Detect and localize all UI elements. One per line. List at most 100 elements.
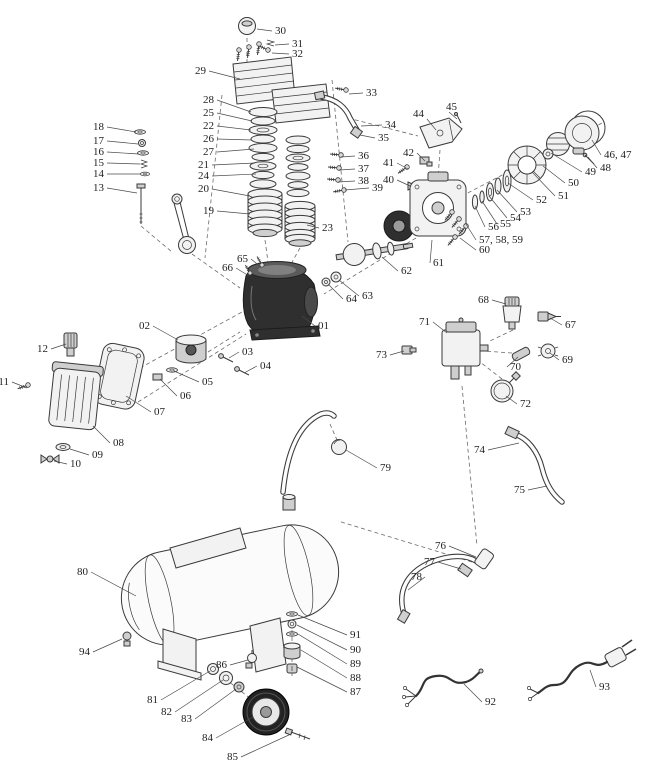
regulator-cluster — [490, 296, 561, 403]
part-label-21: 21 — [198, 159, 209, 171]
leader-line-70 — [506, 356, 519, 368]
leader-line-29 — [208, 70, 241, 80]
part-label-39: 39 — [372, 182, 384, 194]
part-label-49: 49 — [585, 166, 597, 178]
leader-line-06 — [159, 378, 178, 397]
leader-line-81 — [160, 670, 211, 701]
cylinder-head — [232, 56, 331, 124]
part-label-78: 78 — [411, 571, 423, 583]
part-label-11: 11 — [0, 376, 9, 388]
part-label-88: 88 — [350, 672, 362, 684]
leader-line-65 — [250, 258, 262, 268]
valve-spring-and-screw — [256, 39, 276, 54]
part-label-30: 30 — [275, 25, 287, 37]
part-label-26: 26 — [203, 133, 215, 145]
leader-line-23 — [306, 224, 320, 229]
leader-line-31 — [274, 43, 290, 46]
part-label-83: 83 — [181, 713, 193, 725]
leader-line-89 — [297, 633, 348, 665]
leader-line-34 — [360, 124, 383, 127]
part-label-73: 73 — [376, 349, 388, 361]
leader-line-38 — [337, 180, 356, 183]
part-label-87: 87 — [350, 686, 362, 698]
leader-line-69 — [549, 352, 560, 361]
leader-line-85 — [240, 733, 292, 758]
part-label-35: 35 — [378, 132, 390, 144]
piston-pin-and-rings — [134, 129, 151, 224]
pump-housing — [242, 261, 321, 341]
leader-line-83 — [194, 688, 237, 720]
part-label-40: 40 — [383, 174, 395, 186]
leader-line-75 — [527, 485, 548, 491]
cylinder-block — [152, 334, 250, 381]
part-label-77: 77 — [424, 556, 436, 568]
part-label-42: 42 — [403, 147, 414, 159]
part-label-54: 54 — [510, 212, 522, 224]
wheel-assembly — [207, 663, 311, 741]
part-label-66: 66 — [222, 262, 234, 274]
leader-line-80 — [90, 571, 137, 597]
leader-line-32 — [271, 52, 290, 55]
part-label-90: 90 — [350, 644, 362, 656]
leader-line-54 — [488, 195, 508, 219]
part-label-24: 24 — [198, 170, 210, 182]
part-label-65: 65 — [237, 253, 249, 265]
leader-line-36 — [340, 155, 356, 158]
leader-line-04 — [243, 365, 258, 374]
part-label-19: 19 — [203, 205, 215, 217]
drain-cock — [245, 650, 257, 669]
leader-line-66 — [235, 267, 250, 277]
part-label-76: 76 — [435, 540, 447, 552]
part-label-03: 03 — [242, 346, 254, 358]
leader-line-76 — [448, 545, 477, 558]
part-label-06: 06 — [180, 390, 192, 402]
part-label-13: 13 — [93, 182, 105, 194]
leader-line-26 — [216, 138, 253, 141]
part-label-41: 41 — [383, 157, 394, 169]
part-label-45: 45 — [446, 101, 458, 113]
leader-line-18 — [106, 126, 137, 133]
leader-line-50 — [542, 165, 566, 184]
part-label-70: 70 — [510, 361, 522, 373]
part-label-05: 05 — [202, 376, 214, 388]
outlet-pipe — [313, 85, 364, 139]
part-label-38: 38 — [358, 175, 370, 187]
part-label-81: 81 — [147, 694, 158, 706]
part-label-52: 52 — [536, 194, 547, 206]
leader-line-24 — [211, 173, 257, 177]
part-label-64: 64 — [346, 293, 358, 305]
part-label-08: 08 — [113, 437, 125, 449]
leader-line-92 — [463, 683, 483, 703]
part-label-71: 71 — [419, 316, 430, 328]
leader-line-13 — [106, 187, 138, 194]
leader-line-12 — [50, 343, 67, 350]
leader-line-39 — [344, 187, 370, 191]
power-plug-cord — [527, 639, 637, 701]
part-label-50: 50 — [568, 177, 580, 189]
leader-line-01 — [301, 315, 316, 327]
part-label-92: 92 — [485, 696, 496, 708]
leader-line-33 — [348, 92, 364, 95]
part-label-82: 82 — [161, 706, 172, 718]
air-tank — [120, 524, 340, 681]
leader-line-30 — [256, 28, 273, 32]
leader-line-61 — [429, 239, 433, 264]
leader-line-21 — [211, 162, 256, 166]
leader-line-41 — [396, 162, 409, 170]
power-cord — [402, 668, 484, 707]
pressure-switch — [401, 317, 489, 380]
part-label-91: 91 — [350, 629, 361, 641]
part-label-36: 36 — [358, 150, 370, 162]
leader-line-63 — [338, 279, 360, 297]
leader-line-02 — [152, 325, 179, 341]
part-label-14: 14 — [93, 168, 105, 180]
part-label-10: 10 — [70, 458, 82, 470]
leader-line-20 — [211, 188, 251, 197]
leader-line-84 — [215, 716, 254, 739]
leader-line-62 — [381, 256, 399, 272]
part-label-17: 17 — [93, 135, 105, 147]
tank-port-stack — [283, 611, 301, 674]
leader-line-71 — [432, 321, 448, 334]
leader-line-72 — [505, 395, 518, 405]
